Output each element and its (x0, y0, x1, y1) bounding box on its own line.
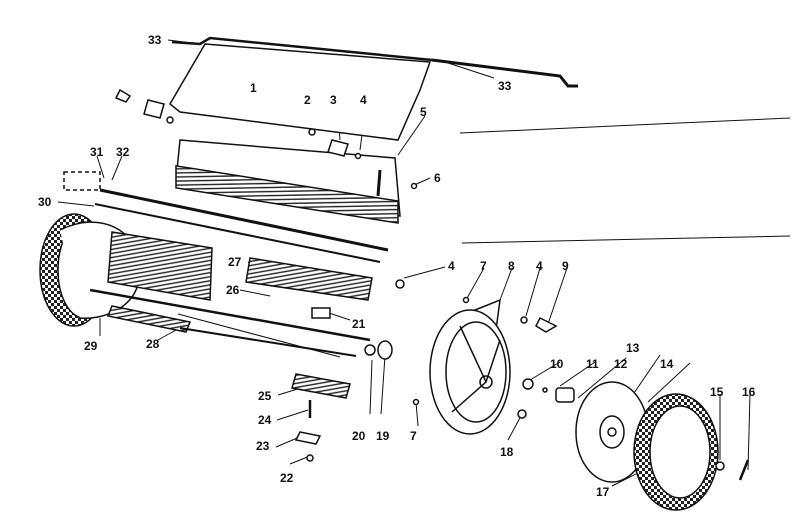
pin-11 (542, 387, 548, 393)
callout-28: 28 (146, 337, 160, 351)
right-tire-inner (649, 405, 711, 499)
wing-nut-9 (535, 316, 558, 333)
guide-line-upper (459, 117, 791, 134)
hopper-brush-strip (175, 165, 399, 224)
callout-31: 31 (90, 145, 104, 159)
callout-7: 7 (480, 259, 487, 273)
bushing-19 (377, 340, 393, 360)
callout-27: 27 (228, 255, 242, 269)
callout-25: 25 (258, 389, 272, 403)
callout-13: 13 (626, 341, 640, 355)
bushing-12 (555, 387, 575, 403)
guide-line-lower (461, 235, 791, 244)
brush-block-left (107, 231, 213, 301)
parts-linework (39, 36, 750, 511)
callout-4: 4 (360, 93, 367, 107)
cotter-pin-16 (738, 459, 750, 481)
callout-15: 15 (710, 385, 724, 399)
gear-plate-inner (445, 321, 507, 423)
callout-9: 9 (562, 259, 569, 273)
side-brush-28 (106, 305, 192, 333)
callout-19: 19 (376, 429, 390, 443)
callout-20: 20 (352, 429, 366, 443)
callout-17: 17 (596, 485, 610, 499)
callout-24: 24 (258, 413, 272, 427)
hopper-lid (169, 43, 432, 141)
callout-12: 12 (614, 357, 628, 371)
callout-8: 8 (508, 259, 515, 273)
callout-29: 29 (84, 339, 98, 353)
lid-rod-right (431, 58, 578, 88)
main-axle (99, 188, 389, 252)
frame-dashed (63, 171, 101, 191)
hopper-latch (376, 169, 382, 197)
callout-22: 22 (280, 471, 294, 485)
callout-23: 23 (256, 439, 270, 453)
drive-wheel-axle (607, 427, 617, 437)
lower-rod (179, 327, 357, 357)
nut-small (166, 116, 174, 124)
callout-18: 18 (500, 445, 514, 459)
brush-block-right (245, 257, 373, 301)
callout-33: 33 (498, 79, 512, 93)
pin-7b (412, 398, 420, 406)
washer-15 (715, 461, 725, 471)
brush-25 (291, 373, 351, 399)
rear-bar (94, 203, 381, 263)
bracket-small (143, 99, 165, 119)
callout-5: 5 (420, 105, 427, 119)
washer-18 (517, 409, 527, 419)
clip-21 (311, 307, 331, 319)
callout-7: 7 (410, 429, 417, 443)
callout-30: 30 (38, 195, 52, 209)
bracket-3 (327, 139, 349, 157)
callout-4: 4 (448, 259, 455, 273)
callout-6: 6 (434, 171, 441, 185)
callout-2: 2 (304, 93, 311, 107)
callout-32: 32 (116, 145, 130, 159)
lid-rod-left (171, 36, 433, 62)
screw-6 (410, 182, 418, 190)
nut-22 (306, 454, 314, 462)
callout-4: 4 (536, 259, 543, 273)
bushing-20 (364, 344, 376, 356)
callout-21: 21 (352, 317, 366, 331)
callout-14: 14 (660, 357, 674, 371)
callout-11: 11 (586, 357, 599, 371)
callout-16: 16 (742, 385, 756, 399)
washer-10 (522, 378, 534, 390)
washer-4c (520, 316, 528, 324)
pin-7a (462, 296, 470, 304)
screw-2 (308, 128, 316, 136)
callout-26: 26 (226, 283, 240, 297)
brush-shaft (89, 288, 371, 342)
washer-4b (395, 279, 405, 289)
clip-small (114, 88, 132, 103)
callout-33: 33 (148, 33, 162, 47)
gear-plate-spokes (451, 325, 501, 413)
callout-10: 10 (550, 357, 564, 371)
washer-4-top (354, 152, 362, 160)
callout-3: 3 (330, 93, 337, 107)
bracket-23 (294, 431, 322, 445)
callout-1: 1 (250, 81, 257, 95)
